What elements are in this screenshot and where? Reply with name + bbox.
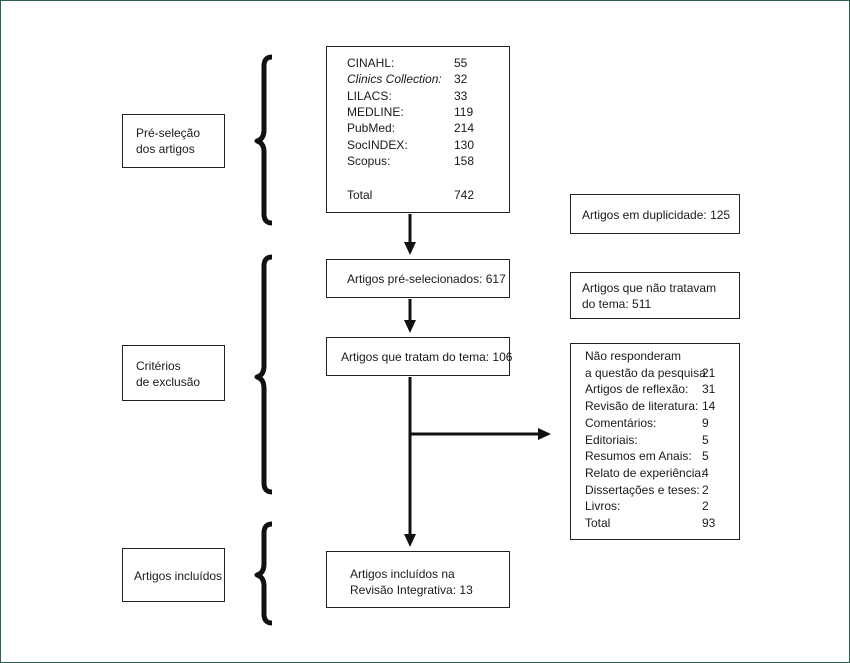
database-name: MEDLINE: — [347, 104, 404, 119]
duplicates-box: Artigos em duplicidade: 125 — [570, 194, 740, 234]
exclusion-reason: Revisão de literatura: — [585, 399, 699, 414]
final-line2: Revisão Integrativa: 13 — [350, 583, 473, 597]
preselected-text: Artigos pré-selecionados: 617 — [347, 272, 506, 286]
exclusion-reason: a questão da pesquisa — [585, 365, 706, 380]
exclusion-reason: Editoriais: — [585, 432, 638, 447]
exclusion-count: 5 — [702, 449, 709, 464]
database-name: LILACS: — [347, 88, 392, 103]
databases-total-value: 742 — [454, 188, 475, 202]
database-name: SocINDEX: — [347, 137, 408, 152]
exclusion-reason: Relato de experiência: — [585, 465, 705, 480]
database-count: 55 — [454, 56, 468, 70]
preselected-box: Artigos pré-selecionados: 617 — [326, 259, 510, 298]
on-topic-text: Artigos que tratam do tema: 106 — [341, 350, 513, 364]
exclusion-count: 21 — [702, 365, 716, 380]
exclusion-reason: Livros: — [585, 499, 621, 514]
database-name: CINAHL: — [347, 56, 395, 70]
stage-included-box: Artigos incluídos — [122, 548, 225, 602]
final-box: Artigos incluídos na Revisão Integrativa… — [326, 551, 510, 608]
exclusion-count: 4 — [702, 465, 709, 480]
exclusion-count: 31 — [702, 382, 716, 397]
on-topic-box: Artigos que tratam do tema: 106 — [326, 337, 513, 376]
exclusion-count: 9 — [702, 415, 709, 430]
stage-exclusion-line1: Critérios — [136, 359, 181, 373]
database-count: 119 — [454, 104, 474, 119]
exclusion-count: 2 — [702, 499, 709, 514]
stage-exclusion-line2: de exclusão — [136, 375, 201, 389]
databases-total-label: Total — [347, 188, 373, 202]
exclusion-count: 93 — [702, 516, 716, 530]
exclusion-reason: Dissertações e teses: — [585, 482, 700, 497]
stage-preselection-box: Pré-seleção dos artigos — [122, 114, 225, 168]
off-topic-line1: Artigos que não tratavam — [582, 281, 717, 295]
stage-exclusion-box: Critérios de exclusão — [122, 345, 225, 401]
exclusion-reason: Resumos em Anais: — [585, 449, 692, 464]
database-count: 33 — [454, 88, 468, 103]
final-line1: Artigos incluídos na — [350, 567, 455, 581]
exclusion-count: 2 — [702, 482, 709, 497]
exclusion-reason: Artigos de reflexão: — [585, 382, 689, 397]
exclusion-reason: Comentários: — [585, 415, 657, 430]
duplicates-text: Artigos em duplicidade: 125 — [582, 208, 731, 222]
off-topic-line2: do tema: 511 — [582, 297, 652, 311]
database-name: PubMed: — [347, 121, 396, 136]
database-count: 214 — [454, 121, 475, 136]
database-count: 130 — [454, 137, 475, 152]
exclusion-reason: Não responderam — [585, 349, 682, 363]
database-count: 32 — [454, 72, 468, 87]
database-name: Scopus: — [347, 153, 391, 168]
stage-included-label: Artigos incluídos — [134, 569, 223, 583]
stage-preselection-line1: Pré-seleção — [136, 126, 201, 140]
exclusion-count: 5 — [702, 432, 709, 447]
database-count: 158 — [454, 153, 475, 168]
stage-preselection-line2: dos artigos — [136, 142, 195, 156]
exclusion-reason: Total — [585, 516, 611, 530]
off-topic-box: Artigos que não tratavam do tema: 511 — [570, 272, 740, 319]
exclusion-count: 14 — [702, 399, 716, 414]
database-name: Clinics Collection: — [347, 72, 442, 87]
